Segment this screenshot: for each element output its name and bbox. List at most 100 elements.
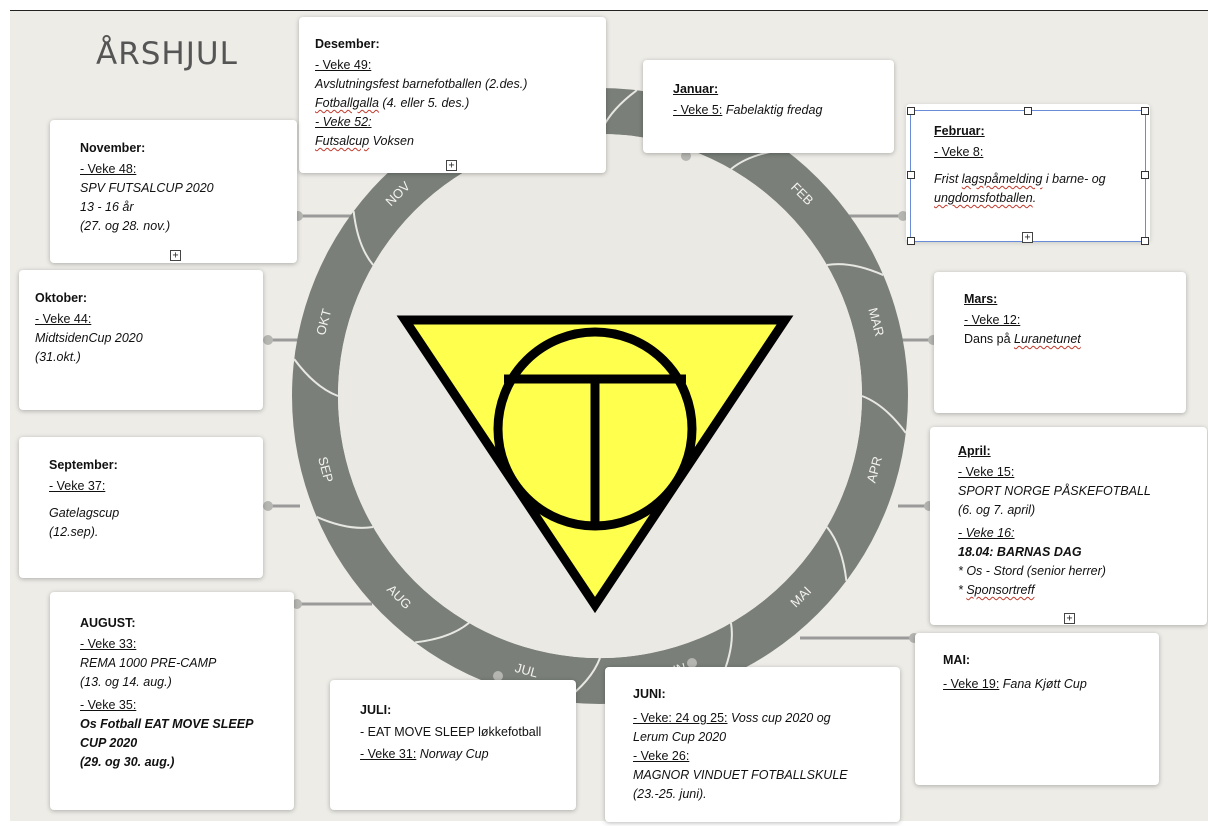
event-text: Avslutningsfest barnefotballen (2.des.) xyxy=(315,77,528,91)
week-label: - Veke 49: xyxy=(315,58,372,72)
event-text: CUP 2020 xyxy=(80,736,138,750)
card-desember[interactable]: Desember: - Veke 49: Avslutningsfest bar… xyxy=(299,17,606,173)
event-text: * xyxy=(958,583,967,597)
card-januar[interactable]: Januar: - Veke 5: Fabelaktig fredag xyxy=(643,60,894,153)
event-text: Fotballgalla xyxy=(315,96,379,110)
month-label-apr: APR xyxy=(864,455,885,485)
event-text: Fabelaktig fredag xyxy=(722,103,823,117)
week-label: - Veke 35: xyxy=(80,698,137,712)
expand-icon[interactable]: + xyxy=(446,160,457,171)
card-heading: April: xyxy=(958,444,991,458)
event-text: * Os - Stord (senior herrer) xyxy=(958,564,1106,578)
card-februar[interactable]: Februar: - Veke 8: Frist lagspåmelding i… xyxy=(906,104,1150,242)
event-text: Fana Kjøtt Cup xyxy=(999,677,1087,691)
event-text: Voksen xyxy=(369,134,414,148)
card-heading: JULI: xyxy=(360,703,392,717)
week-label: - Veke 48: xyxy=(80,162,137,176)
card-juni[interactable]: JUNI: - Veke: 24 og 25: Voss cup 2020 og… xyxy=(605,667,900,822)
card-heading: MAI: xyxy=(943,653,971,667)
connector-dot xyxy=(292,599,302,609)
event-text: (31.okt.) xyxy=(35,350,81,364)
expand-icon[interactable]: + xyxy=(170,250,181,261)
event-text: (27. og 28. nov.) xyxy=(80,219,171,233)
connector-dot xyxy=(263,335,273,345)
event-text: (6. og 7. april) xyxy=(958,503,1036,517)
week-label: - Veke 15: xyxy=(958,465,1015,479)
week-label: - Veke 52: xyxy=(315,115,372,129)
week-label: - Veke 5: xyxy=(673,103,723,117)
card-september[interactable]: September: - Veke 37: Gatelagscup (12.se… xyxy=(19,437,263,578)
month-label-jul: JUL xyxy=(513,660,539,680)
week-label: - Veke 12: xyxy=(964,313,1021,327)
card-juli[interactable]: JULI: - EAT MOVE SLEEP løkkefotball - Ve… xyxy=(330,680,576,810)
event-text: MAGNOR VINDUET FOTBALLSKULE xyxy=(633,768,848,782)
expand-icon[interactable]: + xyxy=(1022,232,1033,243)
event-text: 13 - 16 år xyxy=(80,200,134,214)
connector-dot xyxy=(493,671,503,681)
card-heading: Februar: xyxy=(934,124,985,138)
event-text: Os Fotball EAT MOVE SLEEP xyxy=(80,717,254,731)
month-separator xyxy=(826,263,884,276)
event-text: SPORT NORGE PÅSKEFOTBALL xyxy=(958,484,1151,498)
card-heading: November: xyxy=(80,141,146,155)
event-text: Dans på xyxy=(964,332,1015,346)
event-text: Norway Cup xyxy=(416,747,489,761)
resize-handle[interactable] xyxy=(1141,171,1149,179)
expand-icon[interactable]: + xyxy=(1064,613,1075,624)
month-separator xyxy=(415,622,470,644)
connector-dot xyxy=(681,151,691,161)
card-oktober[interactable]: Oktober: - Veke 44: MidtsidenCup 2020 (3… xyxy=(19,270,263,410)
event-text: Luranetunet xyxy=(1014,332,1081,346)
month-label-mar: MAR xyxy=(865,306,887,338)
card-april[interactable]: April: - Veke 15: SPORT NORGE PÅSKEFOTBA… xyxy=(930,427,1207,625)
resize-handle[interactable] xyxy=(1024,107,1032,115)
week-label: - Veke 19: xyxy=(943,677,1000,691)
week-label: - Veke 16: xyxy=(958,526,1015,540)
event-text: Futsalcup xyxy=(315,134,370,148)
week-label: - Veke 33: xyxy=(80,637,137,651)
week-label: - Veke: 24 og 25: xyxy=(633,711,728,725)
card-mars[interactable]: Mars: - Veke 12: Dans på Luranetunet xyxy=(934,272,1186,413)
event-text: Frist xyxy=(934,172,962,186)
resize-handle[interactable] xyxy=(1141,237,1149,245)
connector-dot xyxy=(687,658,697,668)
event-text: . xyxy=(1032,191,1037,205)
week-label: - Veke 37: xyxy=(49,479,106,493)
event-text: REMA 1000 PRE-CAMP xyxy=(80,656,217,670)
card-heading: Mars: xyxy=(964,292,998,306)
event-text: SPV FUTSALCUP 2020 xyxy=(80,181,214,195)
month-separator xyxy=(293,358,339,397)
week-label: - Veke 44: xyxy=(35,312,92,326)
resize-handle[interactable] xyxy=(907,237,915,245)
card-heading: Desember: xyxy=(315,37,380,51)
month-label-sep: SEP xyxy=(315,455,336,484)
card-august[interactable]: AUGUST: - Veke 33: REMA 1000 PRE-CAMP (1… xyxy=(50,592,294,810)
event-text: - EAT MOVE SLEEP løkkefotball xyxy=(360,725,542,739)
month-separator xyxy=(861,395,907,434)
card-heading: Januar: xyxy=(673,82,719,96)
event-text: 18.04: BARNAS DAG xyxy=(958,545,1082,559)
month-separator xyxy=(316,516,374,529)
week-label: - Veke 8: xyxy=(934,145,984,159)
resize-handle[interactable] xyxy=(907,107,915,115)
event-text: i barne- og xyxy=(1042,172,1106,186)
resize-handle[interactable] xyxy=(907,171,915,179)
month-label-okt: OKT xyxy=(313,307,334,337)
page-title: ÅRSHJUL xyxy=(96,36,238,72)
event-text: (29. og 30. aug.) xyxy=(80,755,175,769)
resize-handle[interactable] xyxy=(1141,107,1149,115)
card-heading: Oktober: xyxy=(35,291,88,305)
connector-dot xyxy=(263,501,273,511)
logo-emblem xyxy=(396,315,794,614)
card-heading: AUGUST: xyxy=(80,616,136,630)
month-separator xyxy=(352,211,374,266)
card-heading: JUNI: xyxy=(633,687,666,701)
connector-lines xyxy=(268,166,933,640)
connector-dot xyxy=(898,211,908,221)
week-label: - Veke 31: xyxy=(360,747,417,761)
card-mai[interactable]: MAI: - Veke 19: Fana Kjøtt Cup xyxy=(915,633,1159,785)
card-heading: September: xyxy=(49,458,118,472)
card-november[interactable]: November: - Veke 48: SPV FUTSALCUP 2020 … xyxy=(50,120,297,263)
event-text: Lerum Cup 2020 xyxy=(633,730,727,744)
